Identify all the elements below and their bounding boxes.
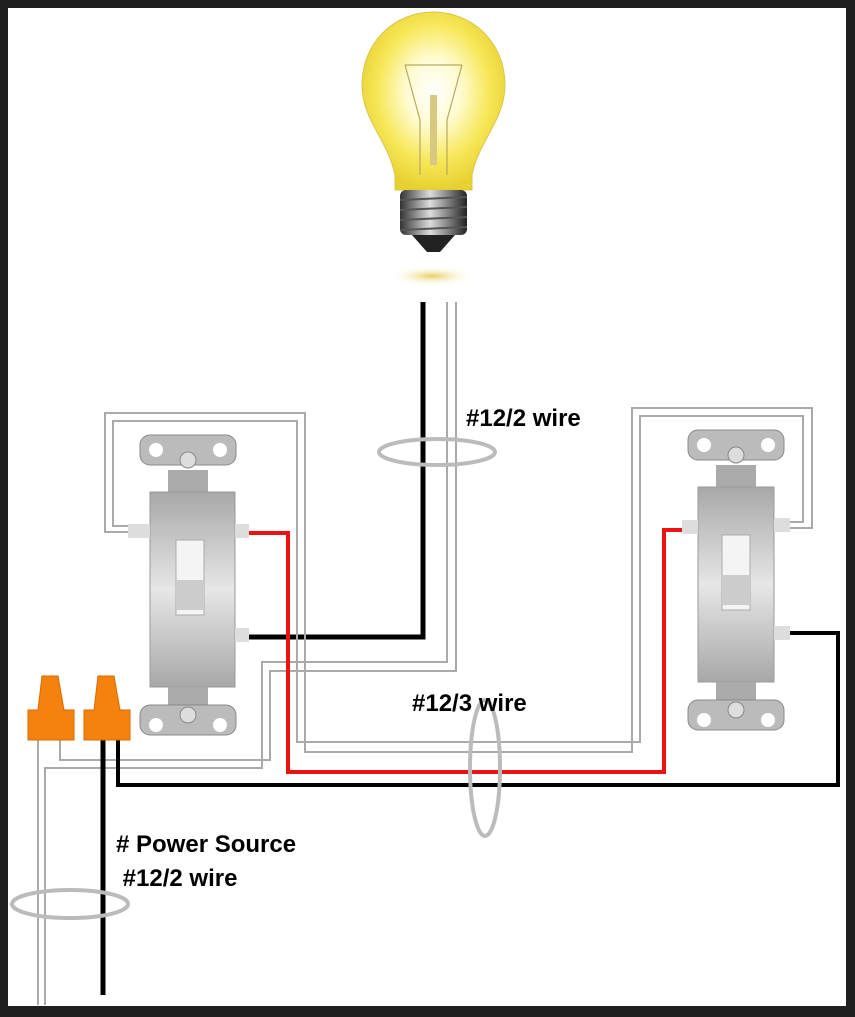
cable-3-sheath-ring (468, 698, 502, 838)
black-traveler-wire (116, 631, 840, 787)
traveler-ground-inner (112, 415, 804, 743)
top-cable (44, 302, 497, 1005)
switch-right[interactable] (682, 429, 790, 731)
power-source-label: # Power Source (116, 831, 297, 858)
diagram-canvas: #12/2 wire #12/3 wire # Power Source #12… (8, 8, 846, 1006)
red-traveler-wire (245, 528, 690, 774)
middle-cable-label: #12/3 wire (412, 690, 527, 717)
top-cable-label: #12/2 wire (466, 405, 581, 432)
cable-sheath-ring (377, 437, 497, 467)
wire-nut-hot (83, 675, 131, 741)
wire-nut-neutral (27, 675, 75, 741)
power-cable-label: #12/2 wire (116, 865, 238, 892)
power-cable-ring (10, 888, 130, 920)
hot-wire-to-bulb (245, 302, 426, 640)
switch-left[interactable] (128, 434, 249, 736)
neutral-wire-b (59, 302, 457, 761)
neutral-wire-a (44, 302, 448, 1005)
light-bulb (361, 11, 506, 286)
